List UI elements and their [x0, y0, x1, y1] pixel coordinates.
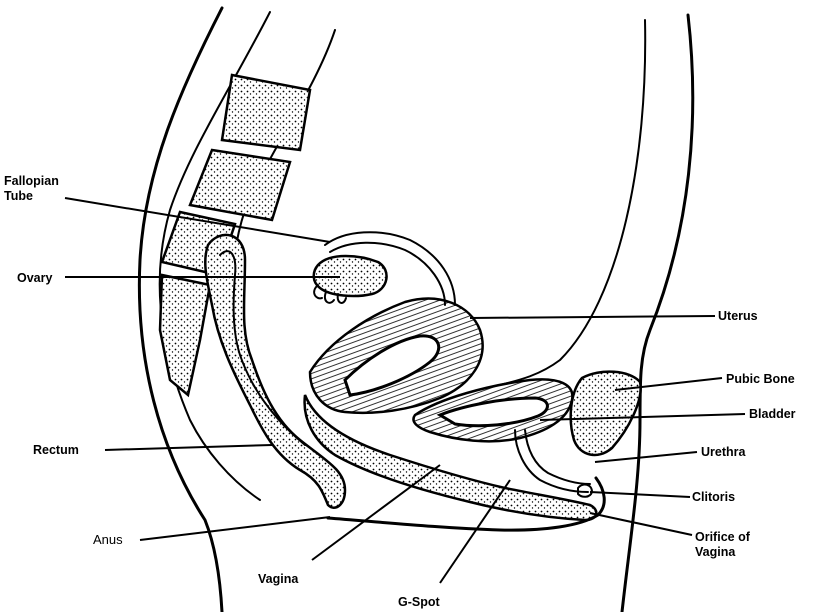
- label-rectum: Rectum: [33, 443, 79, 457]
- label-anus: Anus: [93, 532, 123, 547]
- label-clitoris: Clitoris: [692, 490, 735, 504]
- label-g-spot: G-Spot: [398, 595, 440, 609]
- leader-anus: [140, 517, 330, 540]
- label-uterus: Uterus: [718, 309, 758, 323]
- label-fallopian-tube: Fallopian Tube: [4, 174, 62, 203]
- vertebra-2: [190, 150, 290, 220]
- leader-orifice: [590, 513, 692, 535]
- leader-urethra: [595, 452, 697, 462]
- leader-uterus: [470, 316, 715, 318]
- label-pubic-bone: Pubic Bone: [726, 372, 795, 386]
- label-ovary: Ovary: [17, 271, 52, 285]
- leader-rectum: [105, 445, 272, 450]
- label-bladder: Bladder: [749, 407, 796, 421]
- sacrum: [160, 275, 210, 395]
- label-vagina: Vagina: [258, 572, 299, 586]
- label-urethra: Urethra: [701, 445, 747, 459]
- label-orifice-of-vagina: Orifice of Vagina: [695, 530, 753, 559]
- pubic-bone-shape: [571, 372, 641, 455]
- vertebra-1: [222, 75, 310, 150]
- clitoris-shape: [578, 485, 592, 497]
- abdominal-wall: [500, 20, 645, 385]
